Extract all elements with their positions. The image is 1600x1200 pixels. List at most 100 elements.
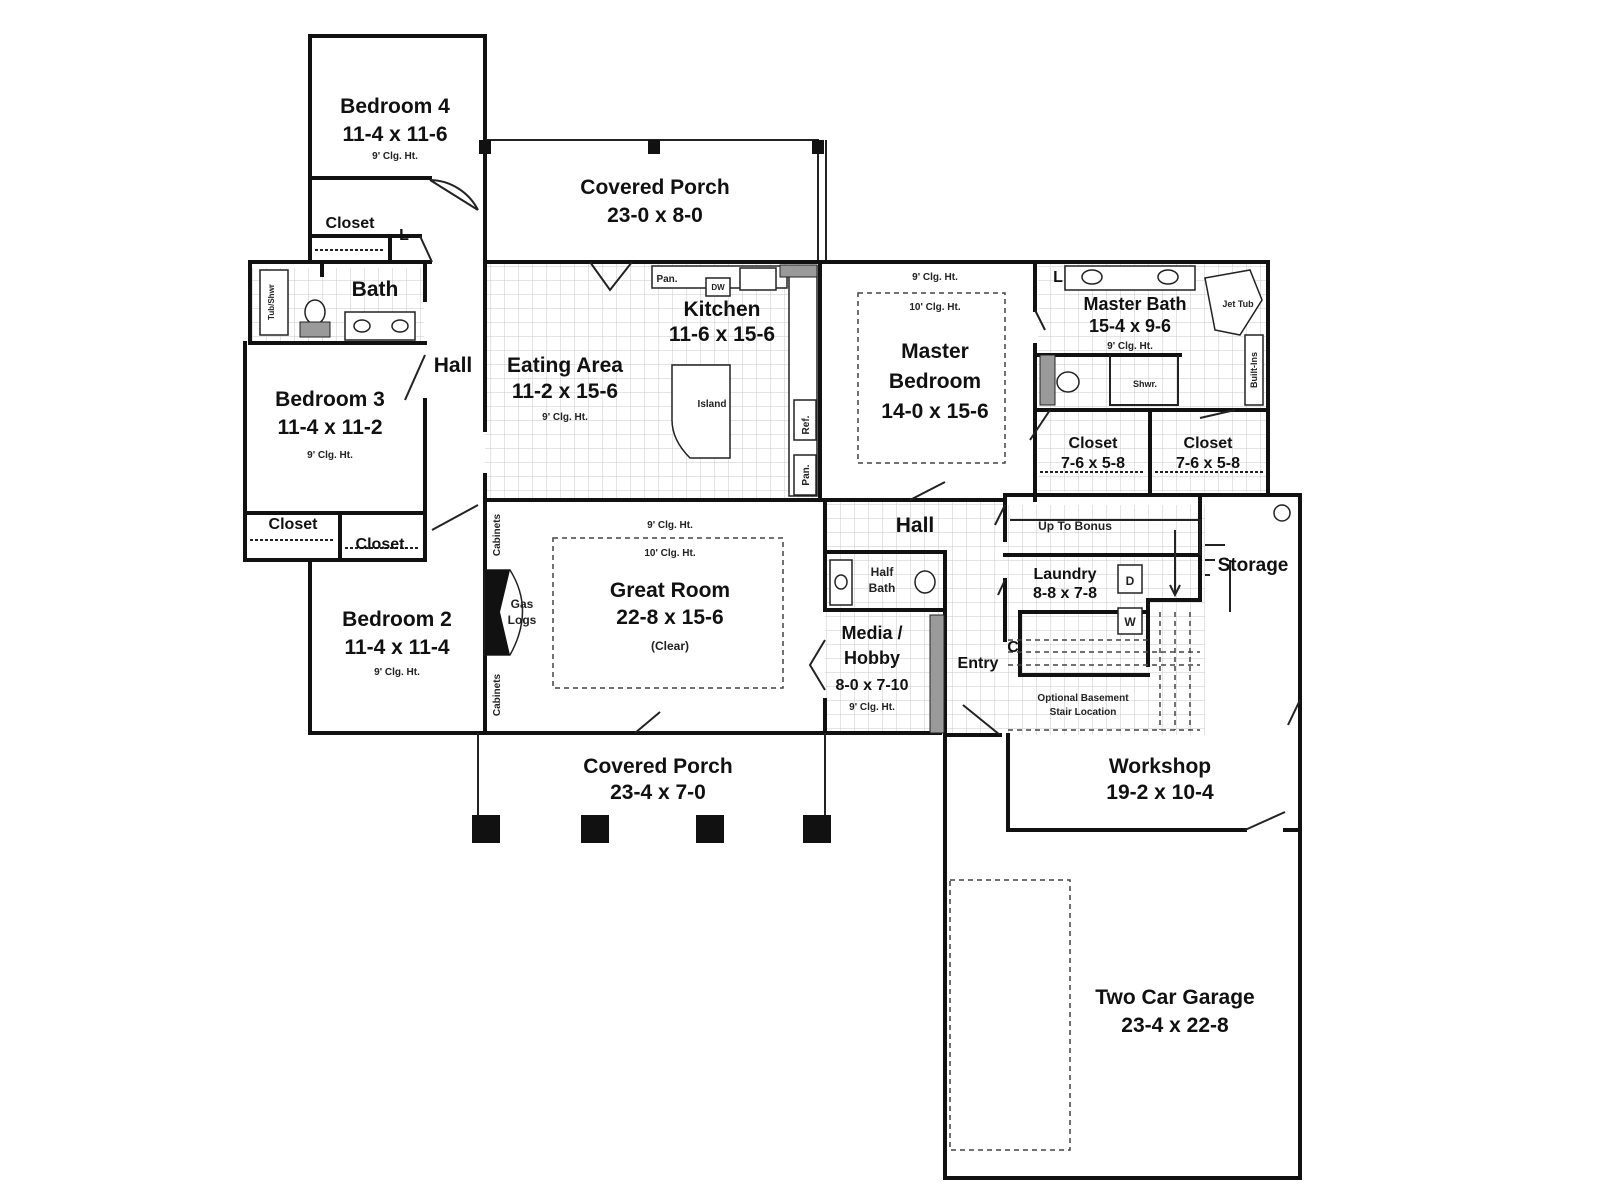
- bedroom-3-dims: 11-4 x 11-2: [277, 416, 382, 439]
- porch-posts: [472, 140, 831, 843]
- room-bedroom-2: Bedroom 2 11-4 x 11-4 9' Clg. Ht.: [342, 608, 452, 678]
- cabinets-bottom-label: Cabinets: [492, 673, 503, 716]
- closet-1-dims: 7-6 x 5-8: [1061, 455, 1125, 472]
- entry-name: Entry: [958, 655, 999, 672]
- master-bath-fixtures: [1039, 265, 1264, 406]
- basement-stair-line-1: Optional Basement: [1037, 693, 1129, 704]
- laundry-dims: 8-8 x 7-8: [1033, 585, 1097, 602]
- bedroom-4-dims: 11-4 x 11-6: [342, 123, 447, 146]
- covered-porch-top-dims: 23-0 x 8-0: [607, 204, 703, 227]
- master-bath-dims: 15-4 x 9-6: [1089, 316, 1171, 336]
- stairs-label: Up To Bonus: [1038, 519, 1112, 533]
- basement-stair-note: Optional Basement Stair Location: [1037, 693, 1129, 718]
- fireplace-label-1: Gas: [511, 597, 534, 611]
- bedroom-3-ceiling: 9' Clg. Ht.: [307, 450, 353, 461]
- garage-dims: 23-4 x 22-8: [1121, 1014, 1229, 1037]
- covered-porch-bottom-name: Covered Porch: [583, 755, 732, 778]
- room-eating-area: Eating Area 11-2 x 15-6 9' Clg. Ht.: [507, 354, 623, 423]
- room-master-closets: Closet 7-6 x 5-8 Closet 7-6 x 5-8: [1061, 435, 1240, 472]
- kitchen-counters: [651, 264, 818, 497]
- washer-label: W: [1124, 615, 1136, 629]
- great-room-ceiling-1: 9' Clg. Ht.: [647, 520, 693, 531]
- laundry-name: Laundry: [1033, 566, 1096, 583]
- bath-fixtures: [259, 269, 416, 341]
- half-bath-name-2: Bath: [869, 581, 896, 595]
- master-bedroom-ceiling-1: 9' Clg. Ht.: [912, 272, 958, 283]
- walls: [243, 34, 1302, 1180]
- closet-1-name: Closet: [1069, 435, 1119, 452]
- media-hobby-name-1: Media /: [841, 623, 902, 643]
- master-bedroom-name-1: Master: [901, 340, 969, 363]
- closet-2-name: Closet: [1184, 435, 1234, 452]
- room-laundry: Laundry 8-8 x 7-8 D W C: [1007, 566, 1136, 656]
- room-covered-porch-top: Covered Porch 23-0 x 8-0: [580, 176, 729, 227]
- master-bath-ceiling: 9' Clg. Ht.: [1107, 341, 1153, 352]
- covered-porch-top-name: Covered Porch: [580, 176, 729, 199]
- kitchen-fridge-label: Ref.: [801, 415, 812, 434]
- master-bedroom-ceiling-2: 10' Clg. Ht.: [909, 302, 960, 313]
- room-bedroom-3: Bedroom 3 11-4 x 11-2 9' Clg. Ht.: [275, 388, 385, 461]
- door-swings: [404, 179, 1301, 831]
- laundry-closet-label: C: [1007, 639, 1019, 656]
- built-ins-label: Built-Ins: [1249, 352, 1259, 388]
- dryer-label: D: [1126, 574, 1135, 588]
- bedroom-2-ceiling: 9' Clg. Ht.: [374, 667, 420, 678]
- bedroom-4-ceiling: 9' Clg. Ht.: [372, 151, 418, 162]
- great-room-note: (Clear): [651, 639, 689, 653]
- room-media-hobby: Media / Hobby 8-0 x 7-10 9' Clg. Ht.: [836, 623, 909, 713]
- kitchen-dishwasher-label: DW: [711, 283, 725, 292]
- eating-area-name: Eating Area: [507, 354, 623, 377]
- room-covered-porch-bottom: Covered Porch 23-4 x 7-0: [583, 755, 732, 804]
- eating-area-ceiling: 9' Clg. Ht.: [542, 412, 588, 423]
- jet-tub-label: Jet Tub: [1222, 299, 1254, 309]
- hall-west-name: Hall: [434, 354, 473, 377]
- master-bath-name: Master Bath: [1083, 294, 1186, 314]
- closet-rods: [250, 249, 1265, 549]
- room-bedroom-4: Bedroom 4 11-4 x 11-6 9' Clg. Ht.: [340, 95, 450, 162]
- room-workshop: Workshop 19-2 x 10-4: [1106, 755, 1214, 804]
- master-bedroom-dims: 14-0 x 15-6: [881, 400, 988, 423]
- basement-stair-line-2: Stair Location: [1050, 707, 1117, 718]
- great-room-dims: 22-8 x 15-6: [616, 606, 723, 629]
- half-bath-name-1: Half: [871, 565, 895, 579]
- kitchen-name: Kitchen: [683, 298, 760, 321]
- media-hobby-ceiling: 9' Clg. Ht.: [849, 702, 895, 713]
- kitchen-pantry-2-label: Pan.: [801, 464, 812, 485]
- cabinets-top-label: Cabinets: [492, 513, 503, 556]
- storage-name: Storage: [1218, 555, 1289, 576]
- master-bedroom-name-2: Bedroom: [889, 370, 981, 393]
- workshop-dims: 19-2 x 10-4: [1106, 781, 1214, 804]
- room-garage: Two Car Garage 23-4 x 22-8: [1095, 986, 1255, 1037]
- media-hobby-name-2: Hobby: [844, 648, 900, 668]
- bath-tub-label: Tub/Shwr: [267, 284, 276, 320]
- kitchen-island-label: Island: [698, 399, 727, 410]
- shower-label: Shwr.: [1133, 379, 1157, 389]
- hall-center-name: Hall: [896, 514, 935, 537]
- master-bath-linen: L: [1053, 269, 1063, 286]
- fireplace-label-2: Logs: [508, 613, 537, 627]
- room-half-bath: Half Bath: [869, 565, 896, 595]
- bedroom-2-name: Bedroom 2: [342, 608, 452, 631]
- bedroom-3-name: Bedroom 3: [275, 388, 385, 411]
- kitchen-dims: 11-6 x 15-6: [669, 323, 775, 346]
- closet-bedroom-2: Closet: [356, 536, 406, 553]
- media-hobby-dims: 8-0 x 7-10: [836, 677, 909, 694]
- room-master-bath: L Master Bath 15-4 x 9-6 9' Clg. Ht. Jet…: [1053, 269, 1259, 389]
- closet-2-dims: 7-6 x 5-8: [1176, 455, 1240, 472]
- bath-name: Bath: [352, 278, 399, 301]
- kitchen-pantry-label: Pan.: [656, 274, 677, 285]
- bedroom-4-name: Bedroom 4: [340, 95, 450, 118]
- great-room-ceiling-2: 10' Clg. Ht.: [644, 548, 695, 559]
- eating-area-dims: 11-2 x 15-6: [512, 380, 618, 403]
- covered-porch-bottom-dims: 23-4 x 7-0: [610, 781, 706, 804]
- dashed-outlines: [552, 292, 1200, 1151]
- workshop-name: Workshop: [1109, 755, 1211, 778]
- linen-closet-bedroom-4: L: [399, 227, 409, 244]
- misc-fixtures: [484, 504, 1291, 734]
- bedroom-2-dims: 11-4 x 11-4: [344, 636, 449, 659]
- great-room-name: Great Room: [610, 579, 730, 602]
- room-master-bedroom: 9' Clg. Ht. 10' Clg. Ht. Master Bedroom …: [881, 272, 988, 423]
- room-kitchen: Kitchen 11-6 x 15-6 Island Pan. DW Ref. …: [656, 274, 812, 486]
- room-great-room: 9' Clg. Ht. 10' Clg. Ht. Great Room 22-8…: [492, 513, 730, 716]
